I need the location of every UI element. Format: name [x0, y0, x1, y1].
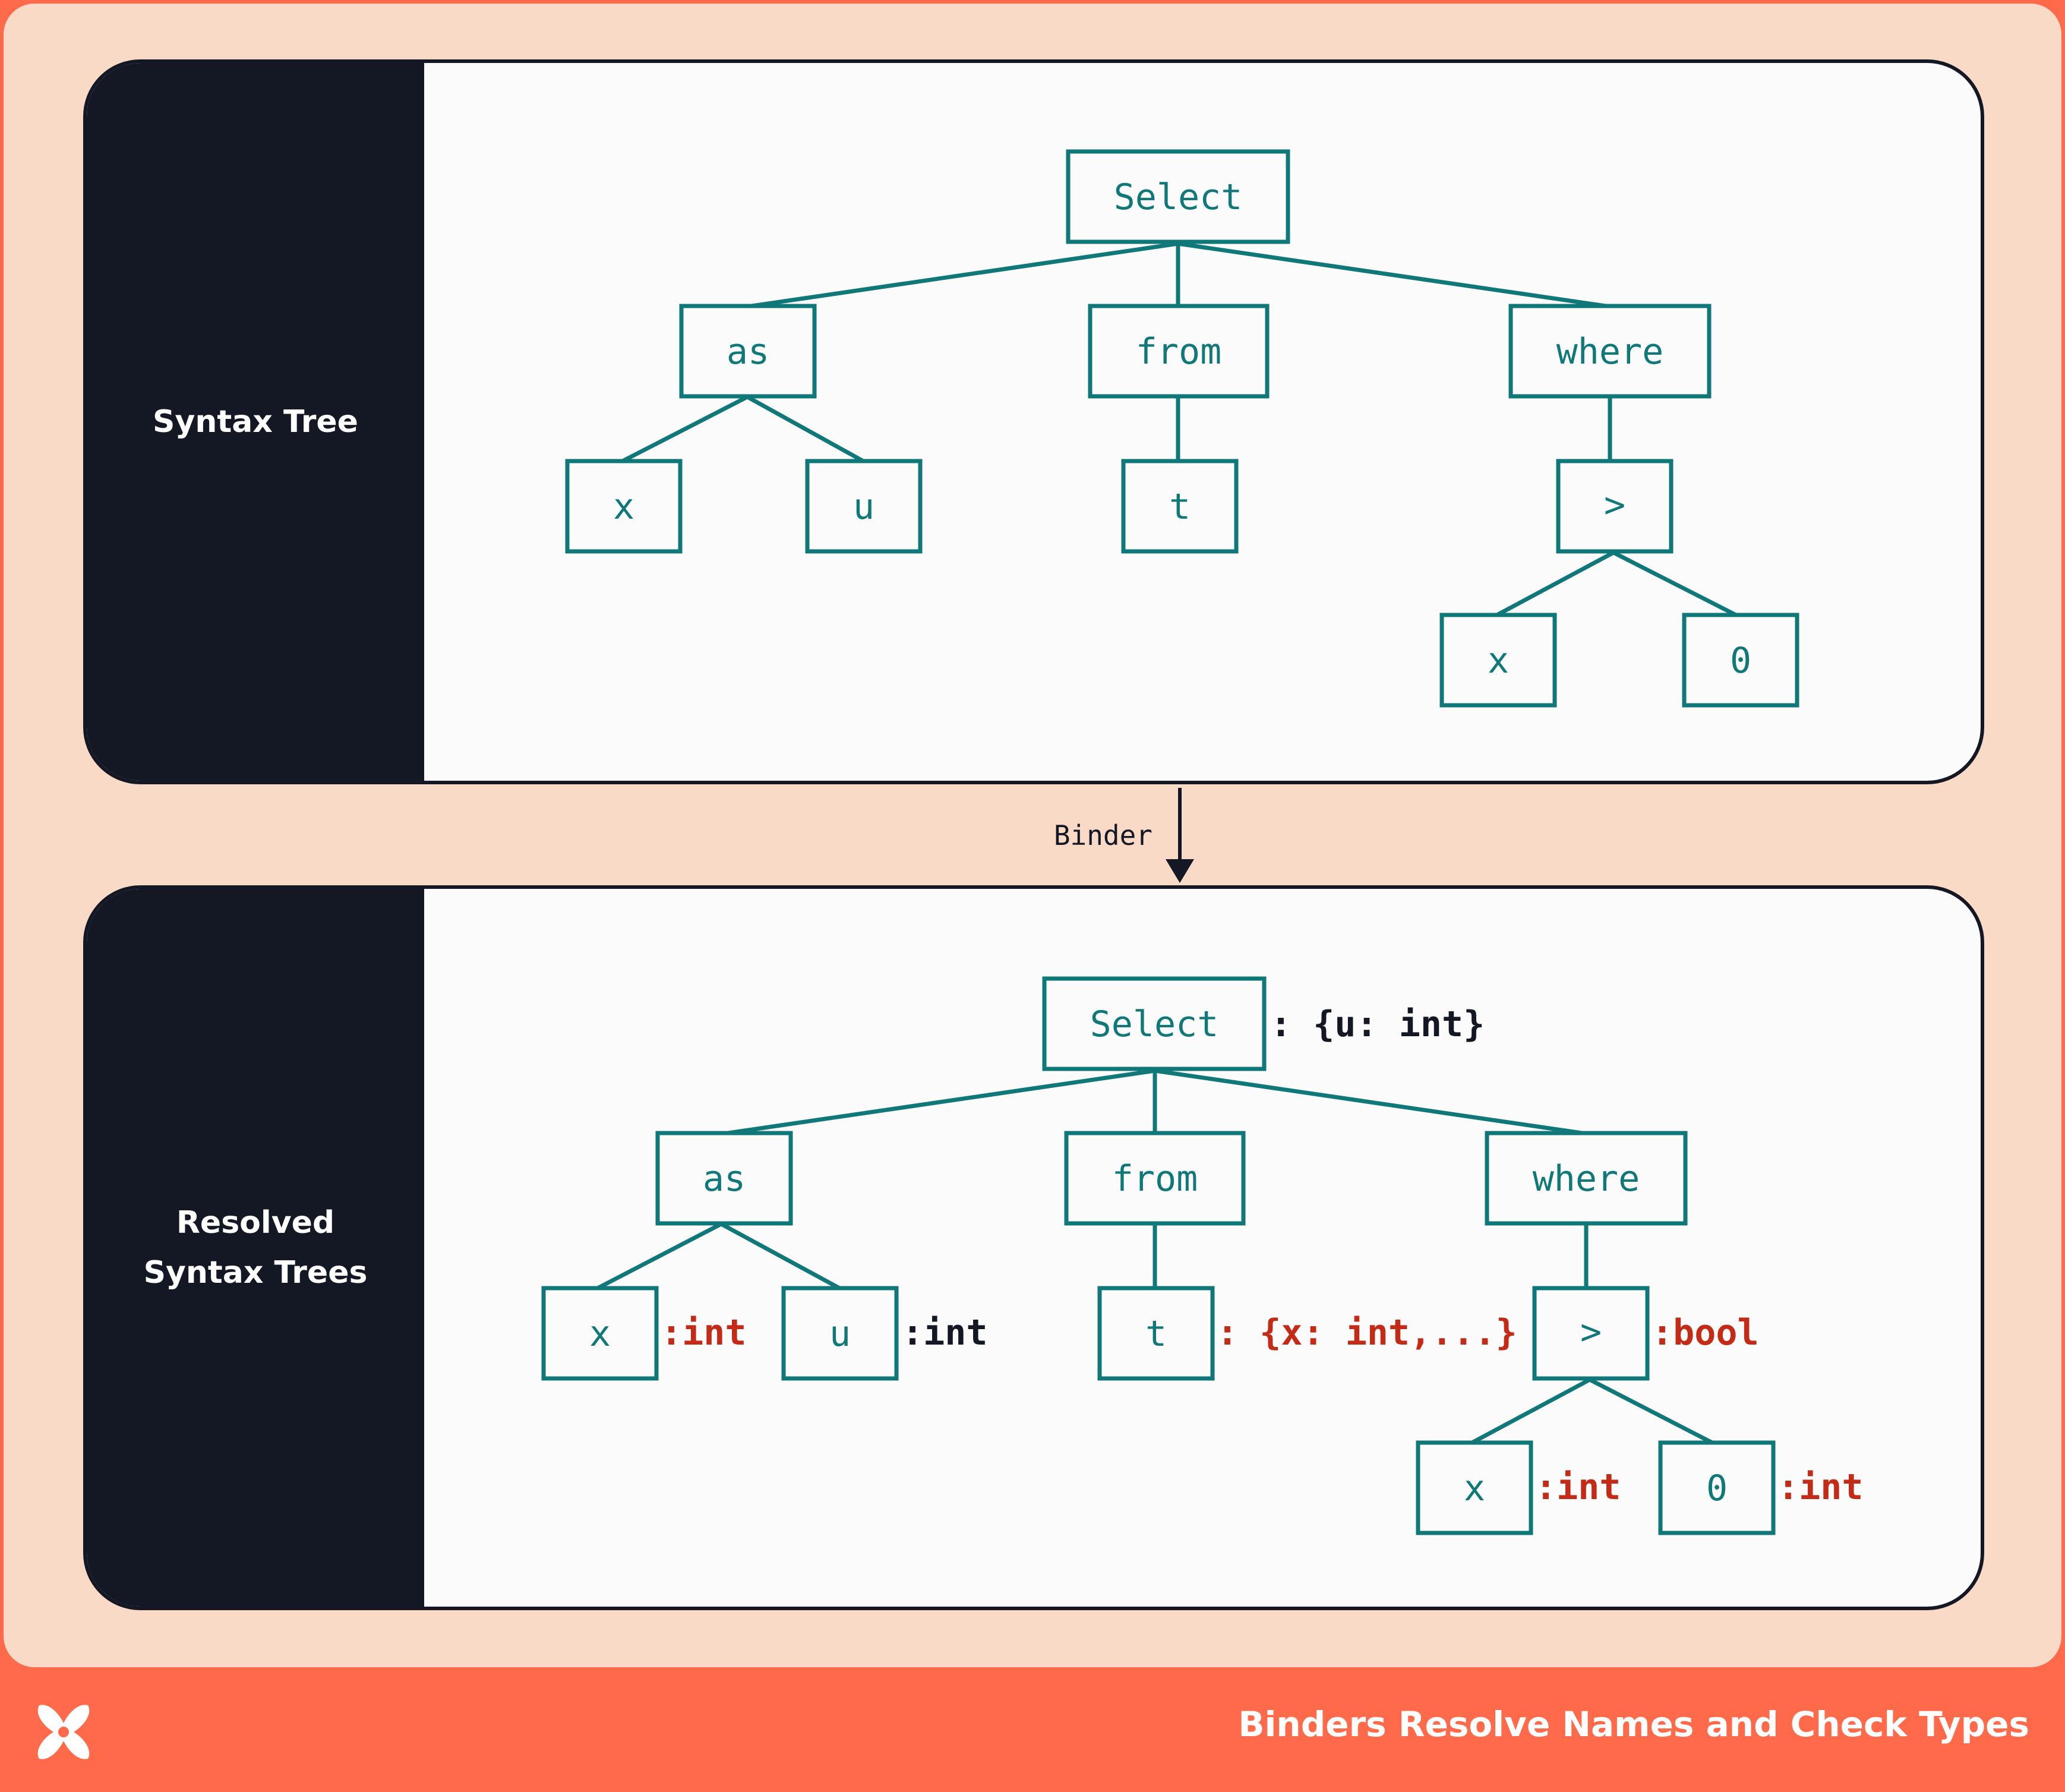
resolved-syntax-trees-label: Resolved Syntax Trees [87, 1198, 424, 1298]
footer-title: Binders Resolve Names and Check Types [1238, 1704, 2029, 1744]
node-b-x: x [541, 1286, 659, 1381]
type-select: : {u: int} [1270, 1004, 1485, 1045]
syntax-tree-label: Syntax Tree [153, 404, 358, 440]
node-b-as: as [655, 1131, 793, 1226]
syntax-tree-panel: Syntax Tree [83, 59, 1984, 784]
edge-b-select-as [723, 1068, 1155, 1136]
node-b-u-label: u [829, 1313, 851, 1355]
binder-label: Binder [1054, 819, 1153, 851]
node-b-select-label: Select [1090, 1004, 1219, 1045]
node-gt: > [1556, 459, 1674, 554]
node-select-label: Select [1114, 176, 1243, 218]
edge-gt-0 [1612, 550, 1737, 617]
edge-b-select-where [1154, 1068, 1587, 1136]
node-b-x-label: x [589, 1313, 611, 1355]
edge-b-gt-0 [1589, 1377, 1713, 1445]
bottom-tree-nodes: Select as from where x u t > [541, 976, 1776, 1535]
node-b-t: t [1097, 1286, 1215, 1381]
node-as: as [679, 304, 817, 399]
binder-arrowhead [1166, 859, 1194, 883]
type-gt-0: :int [1777, 1466, 1864, 1508]
edge-gt-x [1496, 550, 1615, 617]
edge-b-as-x [596, 1222, 722, 1291]
type-gt-x: :int [1535, 1466, 1621, 1508]
top-tree-nodes: Select as from where x u t > [565, 149, 1799, 708]
edge-as-u [746, 395, 864, 463]
binder-arrow: Binder [1054, 788, 1194, 883]
resolved-label-line2: Syntax Trees [143, 1255, 368, 1291]
node-select: Select [1066, 149, 1290, 244]
node-b-select: Select [1042, 976, 1267, 1071]
node-b-gt-0: 0 [1658, 1440, 1776, 1535]
resolved-label-line1: Resolved [176, 1205, 335, 1241]
node-b-as-label: as [703, 1158, 746, 1200]
edge-select-as [747, 241, 1179, 309]
bottom-tree-edges [596, 1068, 1713, 1445]
node-x-label: x [613, 486, 634, 528]
node-gt-label: > [1604, 484, 1625, 526]
node-from: from [1088, 304, 1270, 399]
node-gt-x: x [1439, 613, 1557, 708]
edge-select-where [1177, 241, 1611, 309]
node-b-gt-x: x [1416, 1440, 1533, 1535]
type-gt: :bool [1652, 1312, 1759, 1354]
node-b-where-label: where [1533, 1158, 1640, 1200]
node-b-t-label: t [1145, 1313, 1167, 1355]
type-from-t: : {x: int,...} [1217, 1312, 1517, 1354]
edge-as-x [621, 395, 749, 463]
node-gt-x-label: x [1488, 640, 1509, 682]
type-annotations: : {u: int} :int :int : {x: int,...} :boo… [661, 1004, 1864, 1508]
node-b-gt: > [1532, 1286, 1650, 1381]
type-as-u: :int [902, 1312, 988, 1354]
node-u: u [805, 459, 923, 554]
node-u-label: u [853, 486, 874, 528]
node-as-label: as [727, 331, 769, 373]
node-x: x [565, 459, 683, 554]
node-b-u: u [781, 1286, 899, 1381]
node-b-from: from [1064, 1131, 1246, 1226]
node-gt-0: 0 [1682, 613, 1799, 708]
top-tree-edges [621, 241, 1737, 617]
node-t-label: t [1169, 486, 1191, 528]
edge-b-gt-x [1471, 1377, 1591, 1445]
edge-b-as-u [720, 1222, 841, 1291]
node-b-where: where [1485, 1131, 1688, 1226]
node-b-gt-label: > [1580, 1311, 1602, 1353]
type-as-x: :int [661, 1312, 747, 1354]
node-b-gt-x-label: x [1464, 1468, 1485, 1509]
node-b-from-label: from [1112, 1158, 1198, 1200]
node-where-label: where [1556, 331, 1664, 373]
node-from-label: from [1136, 331, 1222, 373]
brand-logo-icon [37, 1705, 90, 1759]
node-gt-0-label: 0 [1730, 640, 1751, 682]
node-where: where [1508, 304, 1712, 399]
node-t: t [1121, 459, 1239, 554]
node-b-gt-0-label: 0 [1706, 1468, 1728, 1509]
syntax-tree-sidebar: Syntax Tree [87, 63, 424, 781]
resolved-syntax-trees-sidebar: Resolved Syntax Trees [87, 889, 424, 1607]
